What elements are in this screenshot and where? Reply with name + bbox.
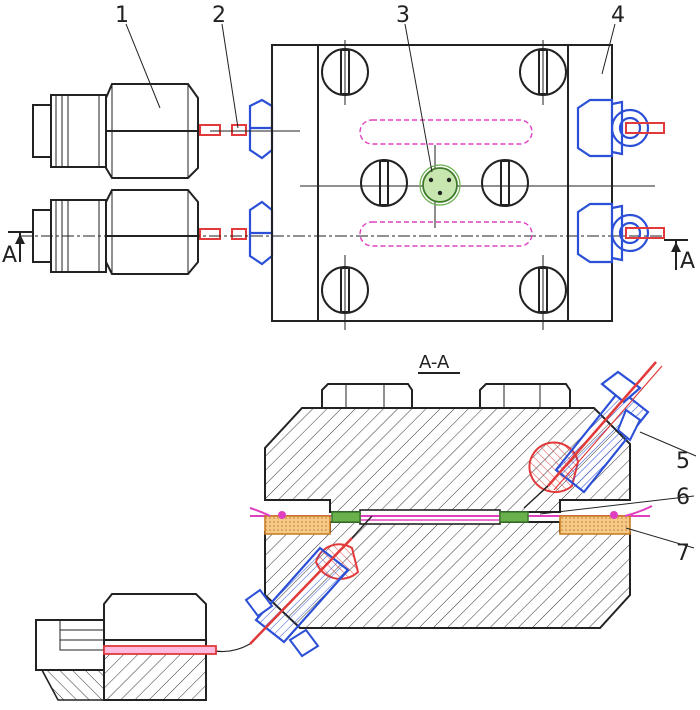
callout-2: 2 <box>212 3 226 28</box>
callout-6: 6 <box>676 485 690 510</box>
main-block-top <box>20 40 665 330</box>
section-marker-left: A <box>2 231 32 268</box>
callout-1: 1 <box>115 3 129 28</box>
left-fittings <box>248 98 274 266</box>
section-marker-right-label: A <box>680 249 695 274</box>
connector-lower <box>32 189 247 275</box>
screw-top-right <box>519 48 567 96</box>
screw-mid-left <box>360 159 408 207</box>
callout-7: 7 <box>676 541 690 566</box>
section-view: A-A <box>35 352 697 701</box>
callout-3: 3 <box>396 3 410 28</box>
screw-top-left <box>321 48 369 96</box>
top-view: A A <box>2 23 695 330</box>
screw-bottom-left <box>321 266 369 314</box>
section-title: A-A <box>419 352 450 373</box>
connector-section <box>35 593 217 701</box>
fitting-upper-right <box>523 361 663 509</box>
callout-4: 4 <box>611 3 625 28</box>
gasket-left <box>264 515 331 535</box>
screw-bottom-right <box>519 266 567 314</box>
callout-5: 5 <box>676 449 690 474</box>
seal-left <box>331 511 361 523</box>
seal-right <box>499 511 529 523</box>
section-marker-right: A <box>664 239 695 274</box>
gasket-right <box>559 515 631 535</box>
viewing-window <box>419 164 461 206</box>
fitting-lower-left <box>209 515 373 658</box>
screw-mid-right <box>481 159 529 207</box>
section-marker-left-label: A <box>2 243 17 268</box>
right-fittings <box>576 98 665 264</box>
bolt-heads-top <box>321 383 571 409</box>
connector-upper <box>32 83 247 179</box>
